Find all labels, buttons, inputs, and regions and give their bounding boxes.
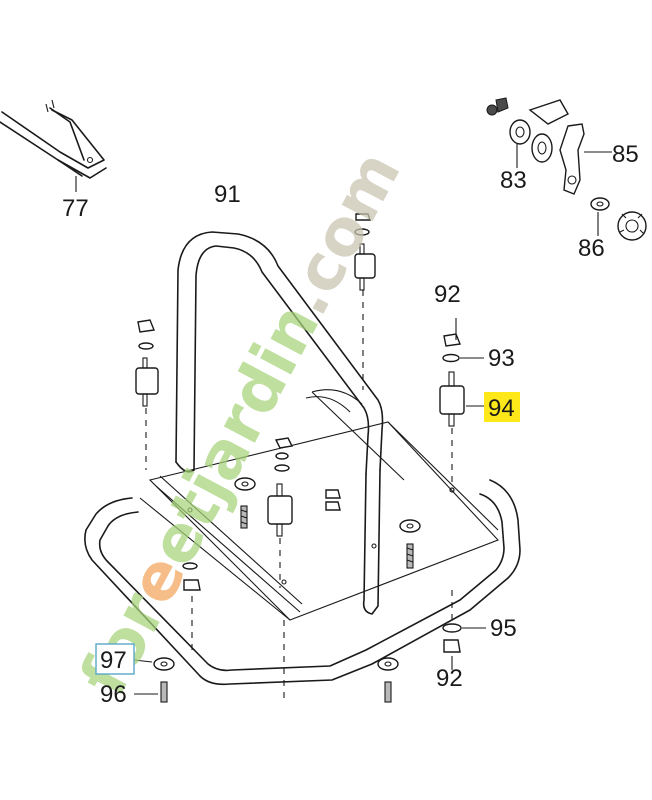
callout-95: 95 (490, 615, 517, 642)
callout-77: 77 (62, 195, 89, 222)
callout-92-top: 92 (434, 281, 461, 308)
callout-94: 94 (488, 395, 515, 422)
callout-92-bottom: 92 (436, 665, 463, 692)
top-mount-stack (354, 213, 376, 390)
callout-97: 97 (100, 647, 127, 674)
callout-86: 86 (578, 235, 605, 262)
lower-stacks (133, 562, 486, 703)
callout-91: 91 (214, 181, 241, 208)
center-mounts (187, 437, 455, 588)
callout-85: 85 (612, 141, 639, 168)
forestjardin-watermark: foreetjardin.com (67, 140, 416, 708)
part-91-frame (84, 231, 521, 686)
callout-94-highlight (484, 392, 520, 422)
callout-93: 93 (488, 345, 515, 372)
part-77-bracket (0, 99, 107, 192)
callout-97-box (95, 643, 135, 675)
callout-96: 96 (100, 681, 127, 708)
parts-83-85-86 (486, 97, 647, 241)
left-mount-stack (135, 319, 159, 470)
svg-text:foreetjardin.com: foreetjardin.com (67, 140, 416, 708)
callout-83: 83 (500, 167, 527, 194)
right-mount-stack (439, 318, 486, 493)
